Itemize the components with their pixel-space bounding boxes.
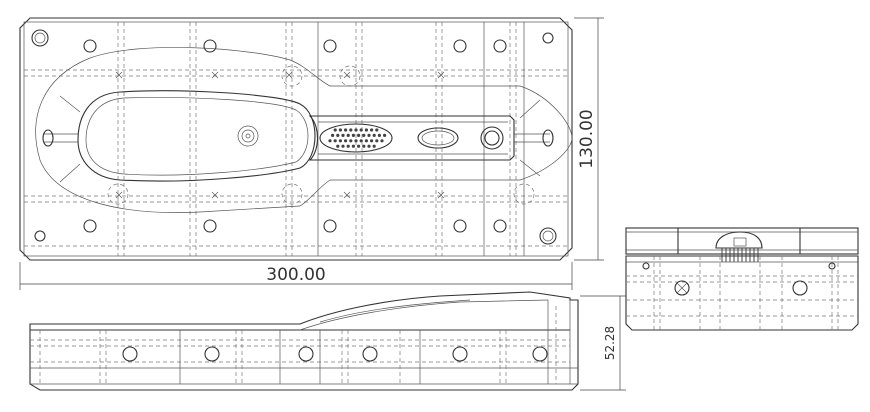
depth-label: 52.28 — [603, 326, 617, 360]
front-view — [29, 291, 579, 391]
height-label: 130.00 — [577, 109, 597, 168]
grip-texture — [328, 128, 387, 148]
top-view — [19, 17, 573, 261]
width-label: 300.00 — [266, 265, 325, 285]
width-dimension: 300.00 — [19, 262, 573, 290]
side-section-hatch — [721, 248, 759, 262]
height-dimension: 130.00 — [574, 17, 604, 261]
depth-dimension: 52.28 — [580, 295, 626, 391]
side-view — [625, 227, 859, 331]
